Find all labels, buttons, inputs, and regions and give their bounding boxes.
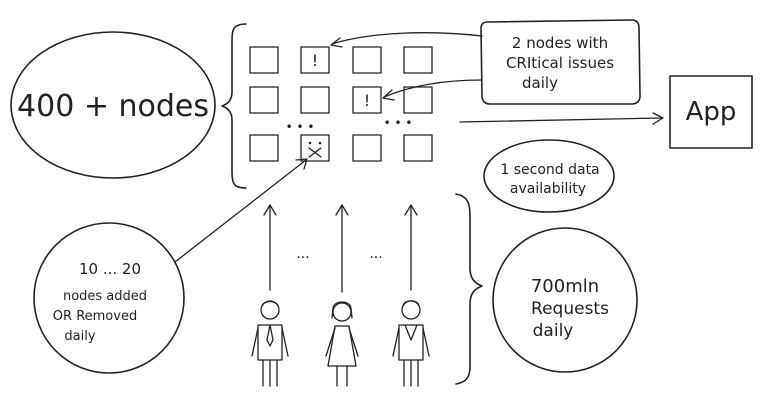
node-box xyxy=(249,134,279,162)
node-box-critical xyxy=(300,46,330,74)
requests-line3: daily xyxy=(533,321,574,341)
users-gap-ellipsis: ... xyxy=(369,246,382,262)
node-box xyxy=(352,46,382,74)
app-label: App xyxy=(686,97,737,127)
critical-note-line2: CRItical issues xyxy=(506,54,614,72)
critical-arrow-1 xyxy=(331,32,483,45)
churn-line1: 10 ... 20 xyxy=(79,260,141,278)
users-gap-ellipsis: ... xyxy=(296,246,309,262)
man-icon xyxy=(251,300,289,387)
churn-line4: daily xyxy=(64,329,95,344)
node-box xyxy=(249,86,279,114)
requests-line2: Requests xyxy=(531,299,609,319)
critical-note-line3: daily xyxy=(522,74,558,92)
node-box xyxy=(352,134,382,162)
grid-ellipsis: • • • xyxy=(286,120,315,134)
node-box-critical xyxy=(352,86,382,114)
node-box xyxy=(249,46,279,74)
churn-line3: OR Removed xyxy=(53,309,137,324)
arrowhead xyxy=(652,112,664,125)
node-box xyxy=(403,86,433,114)
users-brace xyxy=(455,193,483,385)
grid-brace xyxy=(221,23,247,189)
churn-bubble xyxy=(33,222,185,374)
arrowhead xyxy=(263,204,277,216)
sad-face-icon xyxy=(308,141,322,158)
critical-arrow-2 xyxy=(383,79,483,98)
exclamation-icon: ! xyxy=(312,51,318,70)
availability-bubble xyxy=(483,139,615,213)
arrowhead xyxy=(382,89,395,101)
arrowhead xyxy=(295,158,308,170)
nodes-total-label: 400 + nodes xyxy=(17,89,209,124)
arrowhead xyxy=(404,204,418,216)
node-box xyxy=(403,46,433,74)
churn-to-node-arrow xyxy=(174,159,307,263)
availability-line2: availability xyxy=(510,181,586,197)
app-box xyxy=(669,75,753,149)
availability-line1: 1 second data xyxy=(500,162,599,178)
critical-note-box xyxy=(480,19,641,105)
node-box xyxy=(300,86,330,114)
grid-to-app-arrow xyxy=(459,117,663,123)
grid-ellipsis: • • • xyxy=(384,116,413,130)
exclamation-icon: ! xyxy=(364,91,370,110)
churn-line2: nodes added xyxy=(63,289,147,304)
requests-bubble xyxy=(492,227,638,373)
arrowhead xyxy=(335,204,349,216)
woman-icon xyxy=(325,301,359,387)
arrowhead xyxy=(330,37,343,48)
man-icon xyxy=(392,300,430,387)
node-box xyxy=(403,134,433,162)
critical-note-line1: 2 nodes with xyxy=(512,34,608,52)
nodes-total-bubble xyxy=(10,31,216,179)
node-grid: ! ! • • • • • • xyxy=(249,46,433,162)
node-box-dead xyxy=(300,134,330,162)
requests-line1: 700mln xyxy=(531,276,599,297)
